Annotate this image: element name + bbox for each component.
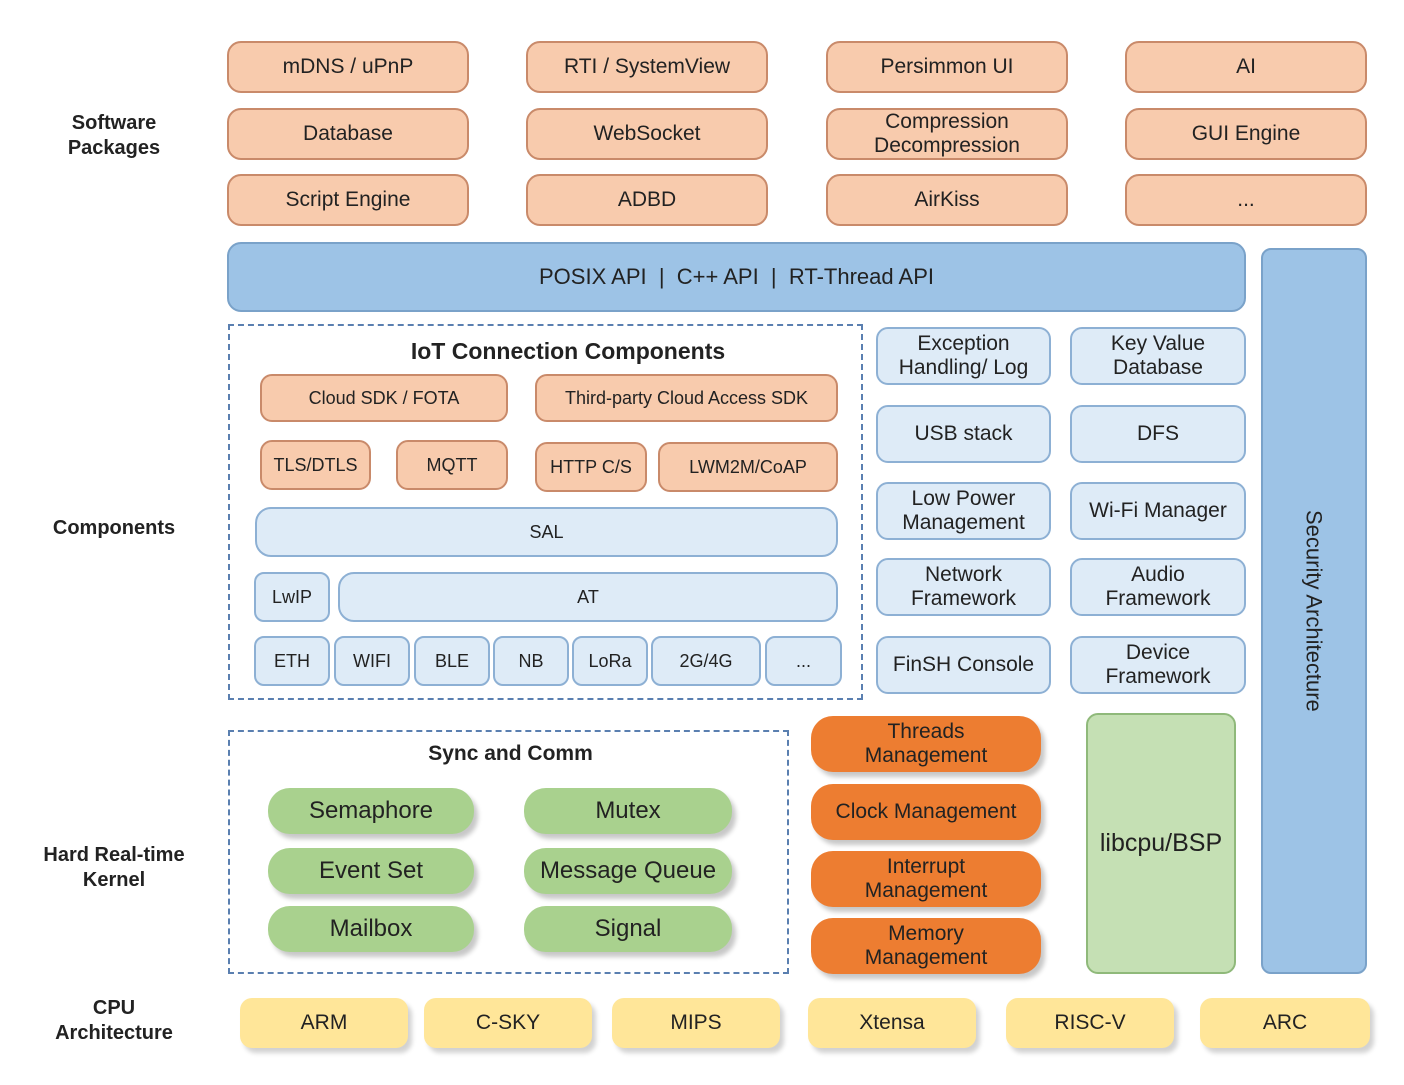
iot-sal: SAL bbox=[255, 507, 838, 557]
sync-semaphore: Semaphore bbox=[268, 788, 474, 834]
pkg-mdns-upnp: mDNS / uPnP bbox=[227, 41, 469, 93]
layer-label-components: Components bbox=[52, 517, 176, 539]
iot-nb: NB bbox=[493, 636, 569, 686]
comp-device-framework: Device Framework bbox=[1070, 636, 1246, 694]
pkg-rti-systemview: RTI / SystemView bbox=[526, 41, 768, 93]
kernel-threads-management: Threads Management bbox=[811, 716, 1041, 772]
cpu-mips: MIPS bbox=[612, 998, 780, 1048]
iot-components-group bbox=[228, 324, 863, 700]
comp-usb-stack: USB stack bbox=[876, 405, 1051, 463]
pkg-script-engine: Script Engine bbox=[227, 174, 469, 226]
sync-mailbox: Mailbox bbox=[268, 906, 474, 952]
cpu-arm: ARM bbox=[240, 998, 408, 1048]
security-architecture-label: Security Architecture bbox=[1301, 510, 1327, 712]
iot-more: ... bbox=[765, 636, 842, 686]
cpu-arc: ARC bbox=[1200, 998, 1370, 1048]
iot-lwm2m-coap: LWM2M/CoAP bbox=[658, 442, 838, 492]
pkg-ai: AI bbox=[1125, 41, 1367, 93]
sync-mutex: Mutex bbox=[524, 788, 732, 834]
layer-label-kernel: Hard Real-time Kernel bbox=[43, 844, 185, 891]
comp-exception-handling: Exception Handling/ Log bbox=[876, 327, 1051, 385]
pkg-websocket: WebSocket bbox=[526, 108, 768, 160]
layer-label-cpu: CPU Architecture bbox=[55, 997, 173, 1044]
api-bar: POSIX API | C++ API | RT-Thread API bbox=[227, 242, 1246, 312]
iot-http-cs: HTTP C/S bbox=[535, 442, 647, 492]
sync-event-set: Event Set bbox=[268, 848, 474, 894]
sync-signal: Signal bbox=[524, 906, 732, 952]
libcpu-bsp: libcpu/BSP bbox=[1086, 713, 1236, 974]
cpu-risc-v: RISC-V bbox=[1006, 998, 1174, 1048]
cpu-xtensa: Xtensa bbox=[808, 998, 976, 1048]
kernel-clock-management: Clock Management bbox=[811, 784, 1041, 840]
iot-lwip: LwIP bbox=[254, 572, 330, 622]
iot-ble: BLE bbox=[414, 636, 490, 686]
iot-lora: LoRa bbox=[572, 636, 648, 686]
pkg-airkiss: AirKiss bbox=[826, 174, 1068, 226]
kernel-interrupt-management: Interrupt Management bbox=[811, 851, 1041, 907]
iot-wifi: WIFI bbox=[334, 636, 410, 686]
sync-message-queue: Message Queue bbox=[524, 848, 732, 894]
cpu-c-sky: C-SKY bbox=[424, 998, 592, 1048]
security-architecture: Security Architecture bbox=[1261, 248, 1367, 974]
iot-third-party-cloud-sdk: Third-party Cloud Access SDK bbox=[535, 374, 838, 422]
pkg-more: ... bbox=[1125, 174, 1367, 226]
comp-network-framework: Network Framework bbox=[876, 558, 1051, 616]
comp-key-value-database: Key Value Database bbox=[1070, 327, 1246, 385]
comp-finsh-console: FinSH Console bbox=[876, 636, 1051, 694]
iot-components-title: IoT Connection Components bbox=[410, 338, 726, 364]
iot-eth: ETH bbox=[254, 636, 330, 686]
comp-wifi-manager: Wi-Fi Manager bbox=[1070, 482, 1246, 540]
comp-audio-framework: Audio Framework bbox=[1070, 558, 1246, 616]
comp-low-power: Low Power Management bbox=[876, 482, 1051, 540]
pkg-adbd: ADBD bbox=[526, 174, 768, 226]
pkg-persimmon-ui: Persimmon UI bbox=[826, 41, 1068, 93]
pkg-database: Database bbox=[227, 108, 469, 160]
iot-mqtt: MQTT bbox=[396, 440, 508, 490]
iot-2g-4g: 2G/4G bbox=[651, 636, 761, 686]
pkg-compression: Compression Decompression bbox=[826, 108, 1068, 160]
sync-comm-group bbox=[228, 730, 789, 974]
comp-dfs: DFS bbox=[1070, 405, 1246, 463]
layer-label-software-packages: Software Packages bbox=[67, 112, 161, 159]
kernel-memory-management: Memory Management bbox=[811, 918, 1041, 974]
iot-at: AT bbox=[338, 572, 838, 622]
pkg-gui-engine: GUI Engine bbox=[1125, 108, 1367, 160]
iot-tls-dtls: TLS/DTLS bbox=[260, 440, 371, 490]
sync-comm-title: Sync and Comm bbox=[428, 742, 593, 765]
iot-cloud-sdk-fota: Cloud SDK / FOTA bbox=[260, 374, 508, 422]
